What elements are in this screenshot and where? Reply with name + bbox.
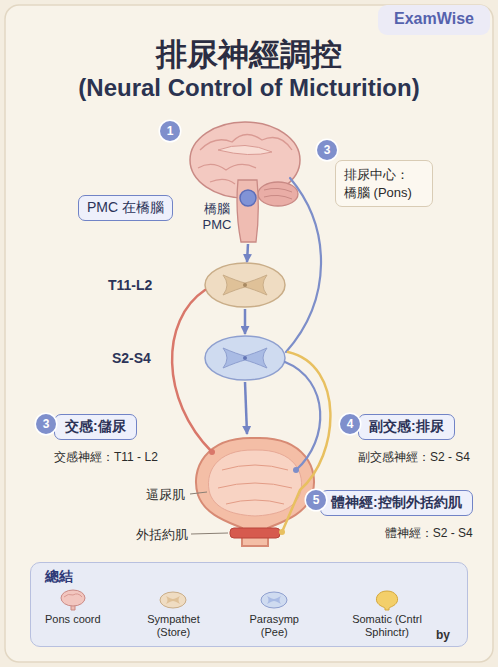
summary-icon (158, 589, 188, 611)
nerve-paths-part (209, 449, 215, 455)
descending-arrows-part (244, 309, 247, 334)
nerve-paths-part (282, 352, 330, 532)
spinal-section-thoracolumbar-part (243, 283, 247, 287)
function-box: 交感:儲尿交感神經：T11 - L2 (54, 414, 158, 466)
brand-name: ExamWise (378, 10, 490, 28)
node-heading: Somatic (Cntrl Sphinctr) (345, 613, 429, 638)
nerve-paths-part (172, 290, 212, 452)
summary-icon (372, 589, 402, 611)
node-heading: 排尿中心： 橋腦 (Pons) (344, 166, 424, 201)
segment-label: S2-S4 (112, 350, 151, 366)
nerve-paths-part (286, 178, 321, 352)
node-heading: 總結 (45, 568, 453, 586)
subtitle: (Neural Control of Micturition) (0, 74, 498, 102)
leader-lines (190, 492, 228, 534)
bladder-part (230, 528, 280, 538)
bladder-part (208, 450, 301, 516)
spinal-section-thoracolumbar-part (223, 275, 267, 295)
nerve-paths-part (293, 467, 299, 473)
descending-arrows (245, 244, 248, 434)
background-part (5, 5, 493, 662)
descending-arrows-part (247, 244, 248, 262)
node-body: 交感神經：T11 - L2 (54, 449, 158, 466)
summary-icon-part (166, 596, 180, 604)
summary-icon-part (267, 596, 281, 604)
bladder-part (218, 465, 292, 504)
summary-item: Parasymp (Pee) (246, 589, 302, 638)
location-box: PMC 在橋腦 (78, 195, 173, 221)
leader-lines-part (190, 492, 207, 494)
bladder-part (196, 438, 314, 546)
summary-item: Somatic (Cntrl Sphinctr) (345, 589, 429, 638)
credit: by (436, 628, 450, 642)
brain-part (240, 190, 256, 206)
nerve-paths-part (285, 362, 320, 470)
summary-icon-part (160, 592, 186, 608)
callout-number: 3 (36, 414, 56, 434)
spinal-section-sacral (205, 336, 285, 380)
nerve-paths (172, 178, 330, 535)
title: 排尿神經調控 (0, 34, 498, 76)
summary-panel: 總結 Pons coord Sympathet (Store) Parasymp (P… (30, 562, 468, 647)
part-label: 逼尿肌 (146, 486, 185, 504)
summary-icon-part (61, 590, 85, 606)
brain-part (198, 164, 256, 170)
brain-part (258, 182, 298, 206)
node-heading: 體神經:控制外括約肌 (320, 490, 473, 516)
brain-part (218, 145, 272, 154)
segment-label: T11-L2 (108, 277, 152, 293)
spinal-section-sacral-part (223, 348, 267, 368)
node-body: 副交感神經：S2 - S4 (358, 449, 470, 466)
node-heading: PMC 在橋腦 (87, 199, 164, 217)
spinal-section-thoracolumbar (205, 263, 285, 307)
summary-icon (58, 589, 88, 611)
callout-box: 排尿中心： 橋腦 (Pons) (335, 160, 433, 207)
leader-lines-part (191, 533, 228, 534)
brain-part (210, 179, 235, 184)
node-body: 體神經：S2 - S4 (385, 525, 473, 542)
callout-number: 1 (160, 121, 180, 141)
bladder (196, 438, 314, 546)
function-box: 副交感:排尿副交感神經：S2 - S4 (358, 414, 470, 466)
function-box: 體神經:控制外括約肌體神經：S2 - S4 (320, 490, 473, 542)
node-heading: Parasymp (Pee) (246, 613, 302, 638)
spinal-section-thoracolumbar-part (205, 263, 285, 307)
node-heading: 交感:儲尿 (54, 414, 137, 440)
brain (190, 122, 300, 242)
spinal-section-sacral-part (205, 336, 285, 380)
summary-icon (259, 589, 289, 611)
node-heading: Pons coord (45, 613, 101, 626)
nerve-paths-part (279, 529, 285, 535)
node-heading: 副交感:排尿 (358, 414, 455, 440)
node-heading: Sympathet (Store) (143, 613, 203, 638)
callout-number: 3 (317, 140, 337, 160)
callout-number: 4 (340, 414, 360, 434)
part-label: 外括約肌 (136, 526, 188, 544)
region-label: 橋腦 PMC (201, 201, 233, 234)
background-part (378, 5, 490, 35)
spinal-section-sacral-part (243, 356, 247, 360)
brain-part (237, 180, 258, 242)
summary-icon-part (64, 594, 82, 597)
brain-part (264, 188, 292, 199)
callout-number: 5 (306, 490, 326, 510)
summary-item: Sympathet (Store) (143, 589, 203, 638)
descending-arrows-part (245, 382, 247, 434)
summary-icon-part (261, 592, 287, 608)
summary-icon-part (376, 591, 397, 610)
summary-item: Pons coord (45, 589, 101, 626)
